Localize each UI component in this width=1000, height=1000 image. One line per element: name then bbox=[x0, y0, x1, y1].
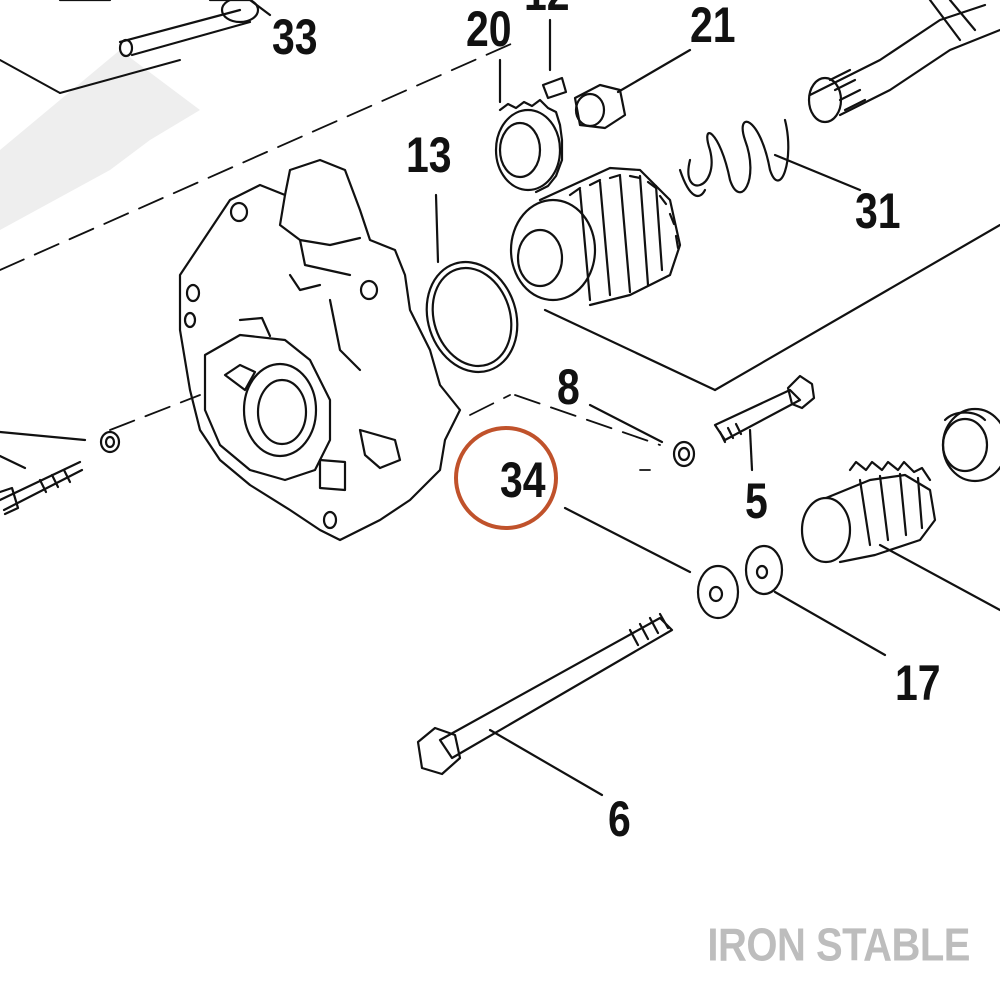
washer-17 bbox=[563, 506, 887, 657]
callout-17: 17 bbox=[895, 655, 941, 711]
callout-33: 33 bbox=[272, 9, 318, 65]
brand-watermark: IRON STABLE bbox=[707, 920, 970, 971]
pinion-gear bbox=[800, 460, 937, 564]
callout-8: 8 bbox=[557, 359, 580, 415]
callout-13: 13 bbox=[406, 127, 452, 183]
gear-20 bbox=[494, 58, 564, 194]
o-ring-13 bbox=[425, 193, 519, 374]
bolt-6 bbox=[416, 612, 674, 797]
spring-31 bbox=[678, 118, 862, 198]
callout-5: 5 bbox=[745, 473, 768, 529]
clutch-21 bbox=[573, 48, 692, 130]
callout-34: 34 bbox=[500, 452, 546, 508]
washer-8 bbox=[588, 403, 696, 468]
armature-shaft bbox=[807, 0, 1000, 124]
starter-housing bbox=[178, 158, 462, 542]
drive-gear bbox=[509, 166, 682, 307]
left-washer bbox=[99, 430, 121, 454]
callout-20: 20 bbox=[466, 1, 512, 57]
callout-6: 6 bbox=[608, 791, 631, 847]
callout-21: 21 bbox=[690, 0, 736, 53]
watermark-shape bbox=[0, 50, 200, 230]
spring-cup bbox=[941, 407, 1000, 483]
bolt-5 bbox=[713, 374, 816, 472]
callout-12: 12 bbox=[524, 0, 570, 21]
pin-12 bbox=[541, 18, 568, 100]
dashed-assembly-lines bbox=[0, 39, 661, 471]
part-33-shaft bbox=[58, 0, 272, 58]
highlight-circle-34 bbox=[454, 426, 558, 530]
left-screw bbox=[0, 430, 87, 516]
callout-31: 31 bbox=[855, 183, 901, 239]
